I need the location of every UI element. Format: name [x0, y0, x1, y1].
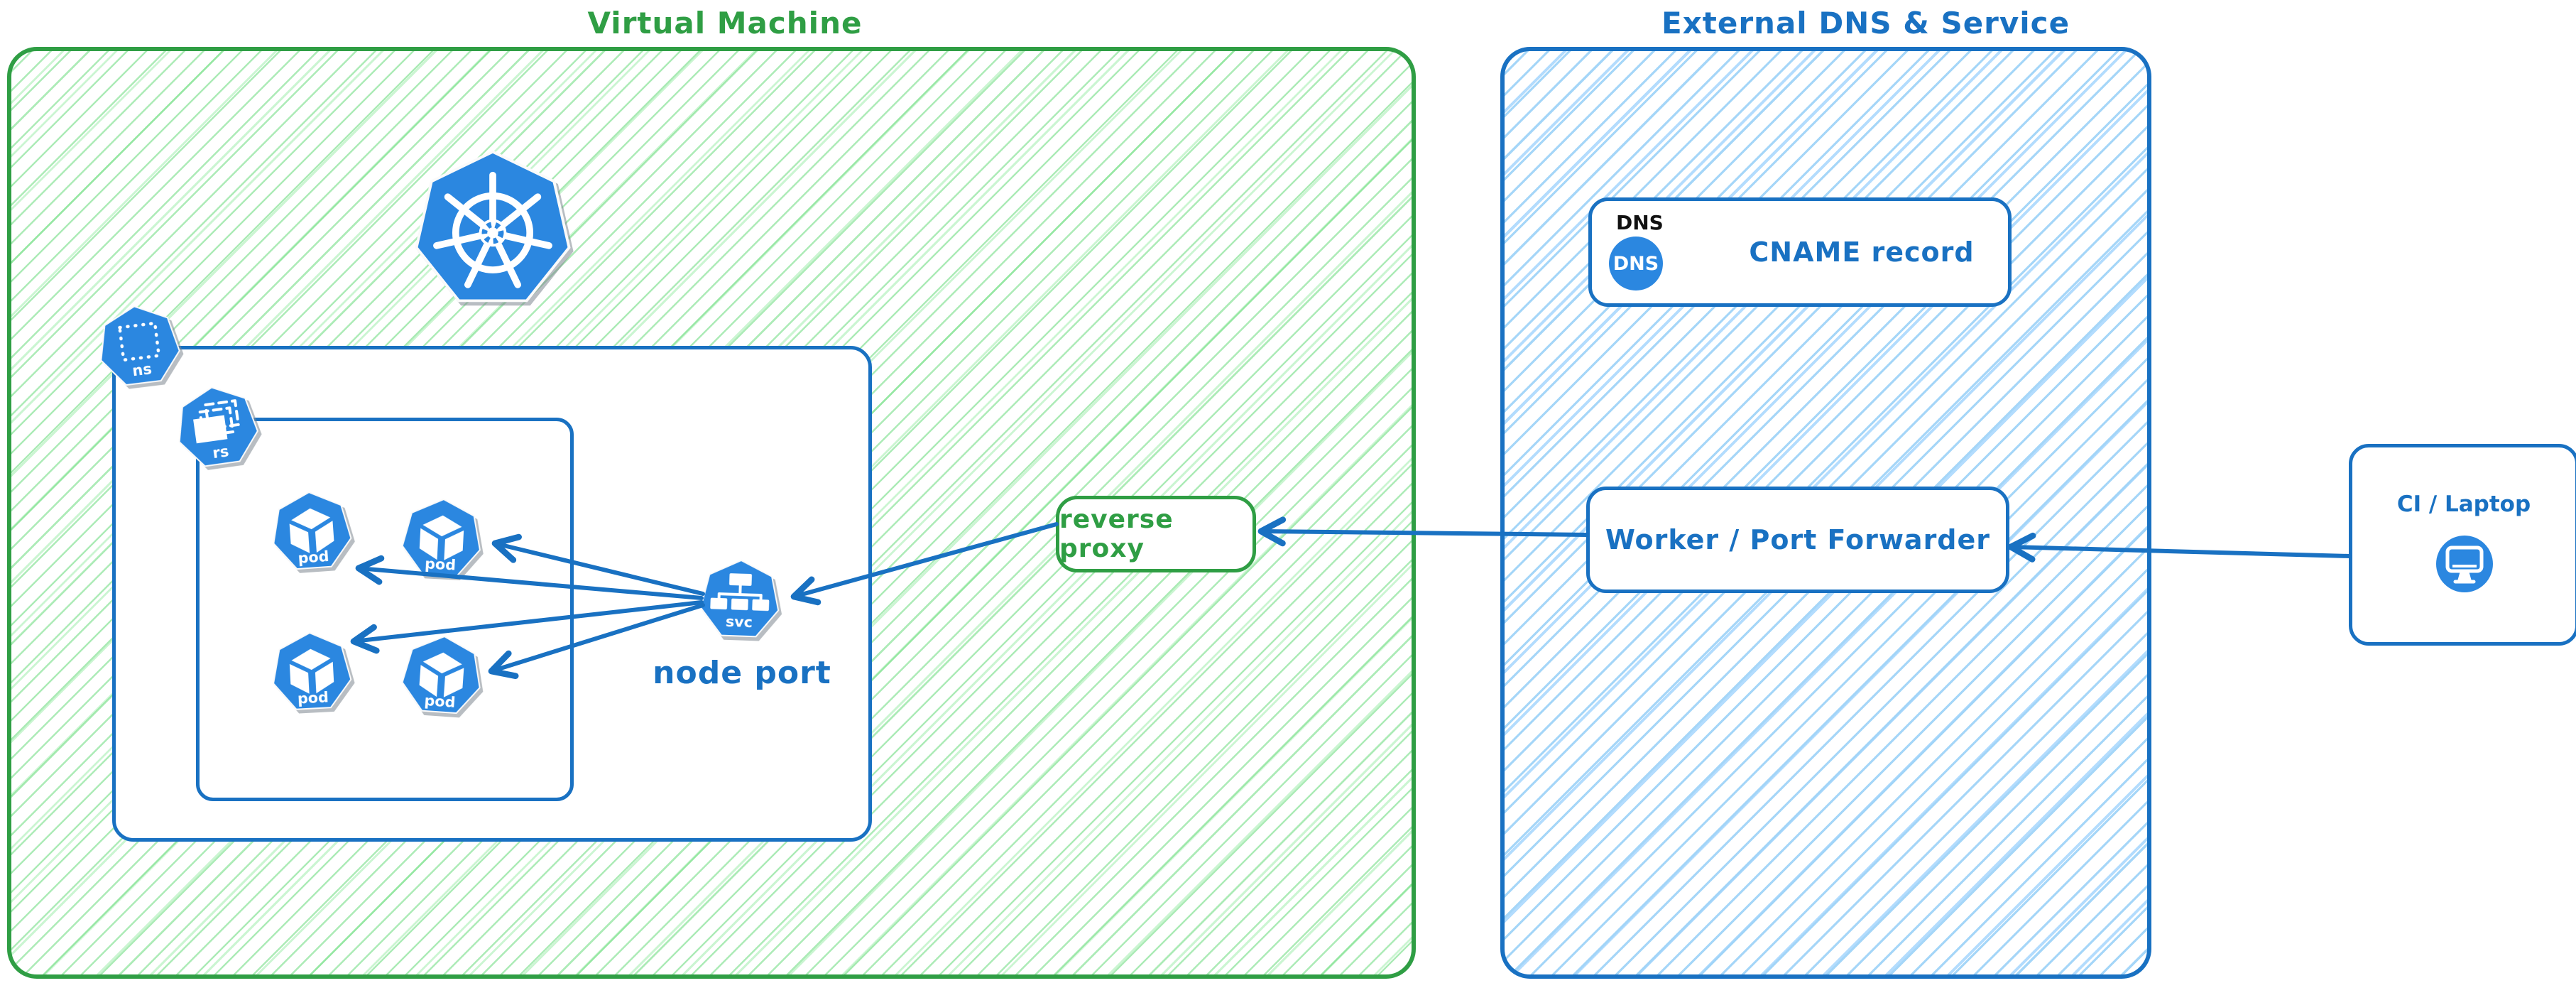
pod-icon-label: pod [424, 692, 456, 711]
worker-port-forwarder-box: Worker / Port Forwarder [1586, 487, 2009, 593]
node-port-label: node port [653, 655, 831, 691]
cname-record-label: CNAME record [1749, 237, 1975, 268]
monitor-icon [2436, 536, 2493, 592]
pod-icon-label: pod [297, 688, 329, 707]
worker-port-forwarder-label: Worker / Port Forwarder [1605, 524, 1991, 555]
replicaset-box [196, 418, 574, 801]
kubernetes-icon [410, 148, 575, 313]
ci-laptop-label: CI / Laptop [2396, 492, 2531, 517]
pod-icon: pod [397, 631, 486, 721]
reverse-proxy-box: reverse proxy [1056, 496, 1256, 572]
dns-record-box: DNS DNS CNAME record [1588, 197, 2012, 307]
replicaset-icon: rs [169, 379, 266, 476]
pod-icon: pod [267, 487, 356, 577]
pod-icon: pod [268, 629, 356, 717]
pod-icon-label: pod [425, 555, 457, 573]
pod-icon-label: pod [298, 548, 329, 567]
service-icon: svc [697, 557, 783, 643]
dns-heading: DNS [1616, 211, 1664, 234]
replicaset-icon-label: rs [212, 442, 230, 462]
virtual-machine-title: Virtual Machine [587, 6, 863, 40]
service-icon-label: svc [726, 613, 753, 631]
namespace-icon: ns [92, 299, 187, 394]
reverse-proxy-label: reverse proxy [1059, 505, 1174, 563]
namespace-icon-label: ns [131, 360, 153, 379]
ci-laptop-box: CI / Laptop [2349, 444, 2576, 646]
pod-icon: pod [398, 495, 486, 583]
external-dns-service-title: External DNS & Service [1661, 6, 2070, 40]
dns-icon: DNS [1609, 237, 1663, 290]
